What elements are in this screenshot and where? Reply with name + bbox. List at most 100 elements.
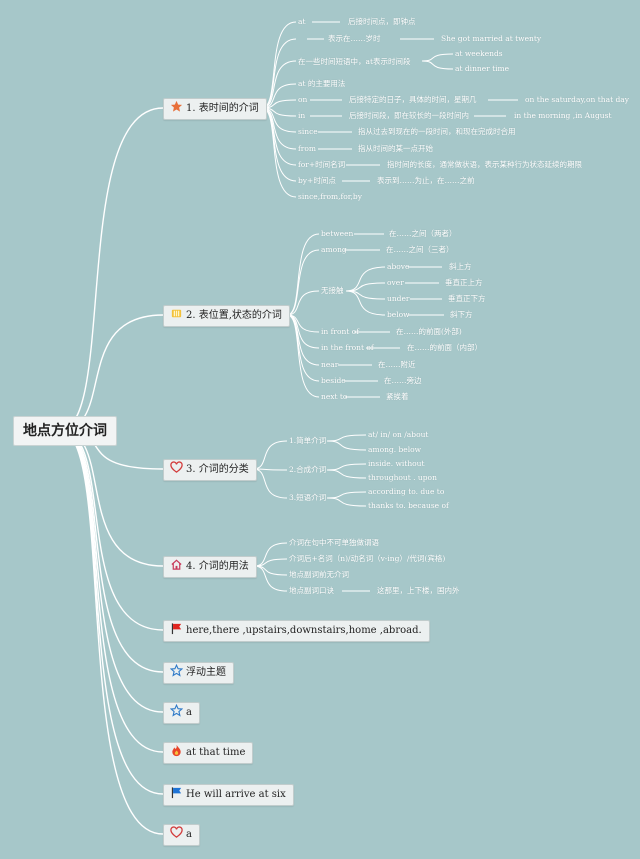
leaf-weekends[interactable]: at weekends [455, 49, 503, 58]
leaf-in-front-of-desc[interactable]: 在……的前面(外部) [396, 327, 462, 336]
leaf-at-period[interactable]: 在一些时间短语中，at表示时间段 [298, 57, 411, 66]
leaf-from[interactable]: from [298, 144, 316, 153]
connector [261, 38, 297, 109]
leaf-below-desc[interactable]: 斜下方 [450, 310, 473, 319]
leaf-beside[interactable]: beside [321, 376, 346, 385]
connector [59, 429, 164, 753]
leaf-over[interactable]: over [387, 278, 404, 287]
connector [345, 290, 386, 316]
connector [253, 565, 288, 592]
branch-arrive-at-six[interactable]: He will arrive at six [163, 784, 294, 806]
leaf-since-desc[interactable]: 指从过去到现在的一段时间，和现在完成时合用 [358, 127, 516, 136]
root-topic[interactable]: 地点方位介词 [13, 416, 117, 446]
leaf-between[interactable]: between [321, 229, 354, 238]
leaf-between-desc[interactable]: 在……之间（两者） [389, 229, 457, 238]
leaf-in-example[interactable]: in the morning ,in August [514, 111, 612, 120]
connector [261, 107, 297, 166]
leaf-near-desc[interactable]: 在……附近 [378, 360, 416, 369]
leaf-by[interactable]: by+时间点 [298, 176, 336, 185]
heart-icon [170, 461, 183, 474]
connector [326, 469, 367, 479]
leaf-near[interactable]: near [321, 360, 339, 369]
leaf-compound-ex2[interactable]: throughout . upon [368, 473, 437, 482]
leaf-phrase-prep[interactable]: 3.短语介词 [289, 493, 327, 502]
root-label: 地点方位介词 [23, 423, 107, 439]
leaf-among[interactable]: among [321, 245, 347, 254]
leaf-phrase-ex1[interactable]: according to. due to [368, 487, 445, 496]
connector [252, 468, 288, 471]
leaf-at-main-usage[interactable]: at 的主要用法 [298, 79, 346, 88]
leaf-simple-ex2[interactable]: among. below [368, 445, 422, 454]
leaf-usage-3[interactable]: 地点副词前无介词 [289, 570, 349, 579]
leaf-in-the-front-of-desc[interactable]: 在……的前面（内部） [407, 343, 482, 352]
leaf-over-desc[interactable]: 垂直正上方 [445, 278, 483, 287]
branch-a-2[interactable]: a [163, 824, 200, 846]
leaf-under-desc[interactable]: 垂直正下方 [448, 294, 486, 303]
leaf-usage-4[interactable]: 地点副词口诀 [289, 586, 334, 595]
leaf-under[interactable]: under [387, 294, 410, 303]
leaf-next-to[interactable]: next to [321, 392, 348, 401]
branch-position-prepositions[interactable]: 2. 表位置,状态的介词 [163, 305, 290, 327]
leaf-in-desc[interactable]: 后接时间段，即在较长的一段时间内 [349, 111, 469, 120]
leaf-at-desc[interactable]: 后接时间点，即钟点 [348, 17, 416, 26]
connector [59, 429, 164, 631]
house-icon [170, 558, 183, 571]
heart-icon [170, 826, 183, 839]
connector [421, 53, 454, 62]
branch-at-that-time[interactable]: at that time [163, 742, 254, 764]
connector [326, 440, 367, 451]
leaf-no-contact[interactable]: 无接触 [321, 286, 344, 295]
connector [261, 107, 297, 198]
connector [286, 290, 320, 316]
leaf-since[interactable]: since [298, 127, 318, 136]
leaf-above-desc[interactable]: 斜上方 [449, 262, 472, 271]
branch-classification[interactable]: 3. 介词的分类 [163, 459, 257, 481]
leaf-on-desc[interactable]: 后接特定的日子，具体的时间，星期几 [349, 95, 477, 104]
connector [326, 434, 367, 442]
connector [286, 314, 320, 398]
leaf-by-desc[interactable]: 表示到……为止，在……之前 [377, 176, 475, 185]
branch-a-1[interactable]: a [163, 702, 200, 724]
leaf-age[interactable]: 表示在……岁时 [328, 34, 381, 43]
leaf-in-the-front-of[interactable]: in the front of [321, 343, 374, 352]
connector [252, 468, 288, 499]
connector [345, 266, 386, 292]
leaf-from-desc[interactable]: 指从时间的某一点开始 [358, 144, 433, 153]
leaf-dinner-time[interactable]: at dinner time [455, 64, 510, 73]
leaf-usage-1[interactable]: 介词在句中不可单独做谓语 [289, 538, 379, 547]
branch-time-prepositions[interactable]: 1. 表时间的介词 [163, 98, 267, 120]
leaf-next-to-desc[interactable]: 紧挨着 [386, 392, 409, 401]
leaf-above[interactable]: above [387, 262, 410, 271]
branch-usage[interactable]: 4. 介词的用法 [163, 556, 257, 578]
leaf-since-from-for-by[interactable]: since,from,for,by [298, 192, 362, 201]
leaf-compound-prep[interactable]: 2.合成介词 [289, 465, 327, 474]
leaf-age-example[interactable]: She got married at twenty [441, 34, 542, 43]
leaf-beside-desc[interactable]: 在……旁边 [384, 376, 422, 385]
leaf-on[interactable]: on [298, 95, 308, 104]
leaf-among-desc[interactable]: 在……之间（三者） [386, 245, 454, 254]
leaf-usage-2[interactable]: 介词后+名词（n)/动名词（v-ing）/代词(宾格) [289, 554, 446, 563]
leaf-in[interactable]: in [298, 111, 306, 120]
leaf-below[interactable]: below [387, 310, 410, 319]
leaf-for[interactable]: for+时间名词 [298, 160, 346, 169]
connector [326, 463, 367, 471]
leaf-on-example[interactable]: on the saturday,on that day [525, 95, 629, 104]
branch-adverbs[interactable]: here,there ,upstairs,downstairs,home ,ab… [163, 620, 430, 642]
connector [261, 21, 297, 109]
leaf-simple-ex1[interactable]: at/ in/ on /about [368, 430, 429, 439]
connector [59, 429, 164, 567]
leaf-for-desc[interactable]: 指时间的长度，通常做状语，表示某种行为状态延续的期限 [387, 160, 582, 169]
leaf-compound-ex1[interactable]: inside. without [368, 459, 425, 468]
star-icon [170, 100, 183, 113]
leaf-simple-prep[interactable]: 1.简单介词 [289, 436, 327, 445]
branch-floating-topic[interactable]: 浮动主题 [163, 662, 234, 684]
connector [252, 440, 288, 470]
connector [326, 497, 367, 507]
leaf-in-front-of[interactable]: in front of [321, 327, 360, 336]
connector [59, 107, 164, 431]
star-outline-icon [170, 704, 183, 717]
leaf-usage-4-desc[interactable]: 这那里，上下楼，国内外 [377, 586, 460, 595]
connector [286, 233, 320, 316]
leaf-at[interactable]: at [298, 17, 306, 26]
leaf-phrase-ex2[interactable]: thanks to. because of [368, 501, 449, 510]
